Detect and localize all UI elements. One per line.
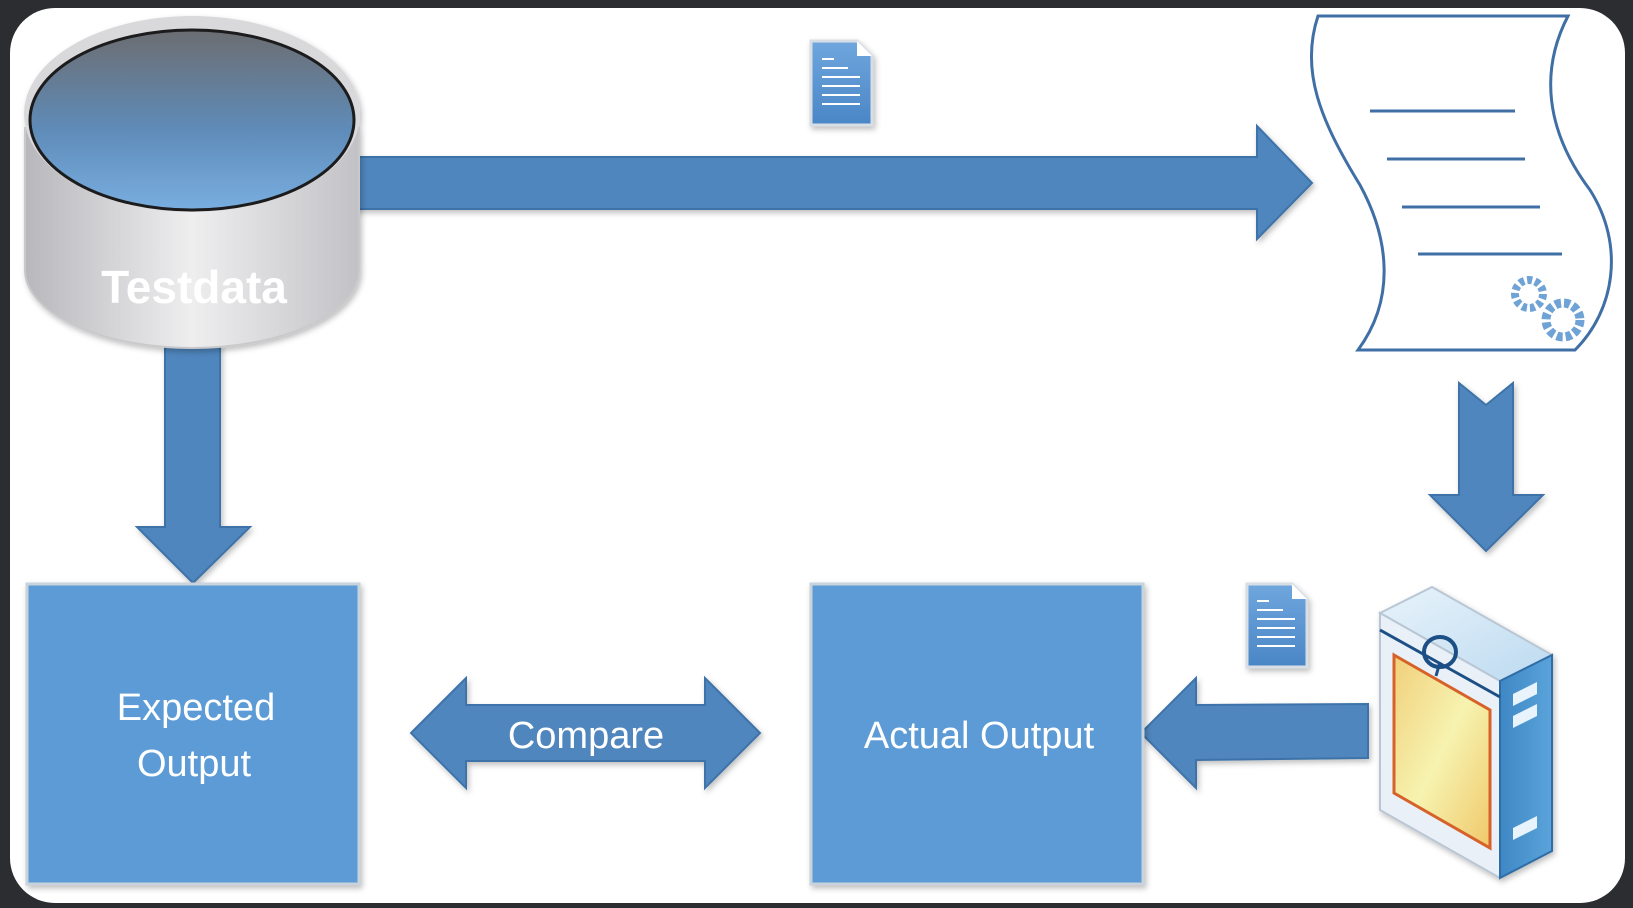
actual-output-box: Actual Output (809, 582, 1145, 886)
actual-output-label: Actual Output (864, 715, 1095, 757)
testdata-label: Testdata (101, 261, 287, 313)
panel-background (10, 8, 1625, 903)
script-gears-icon (1309, 14, 1613, 352)
arrow-testdata-to-expected (134, 344, 253, 585)
document-icon-top (809, 39, 874, 127)
application-box-icon (1377, 585, 1555, 880)
arrow-application-to-actual (1139, 675, 1369, 791)
testdata-database: Testdata (24, 16, 360, 349)
compare-arrow: Compare (409, 675, 762, 791)
expected-output-box: Expected Output (25, 582, 361, 886)
compare-label: Compare (508, 715, 664, 757)
expected-output-label-line1: Expected (117, 687, 275, 729)
gear-icon (1511, 276, 1585, 342)
arrow-testdata-to-script (354, 123, 1314, 242)
document-icon-bottom (1245, 582, 1309, 669)
arrow-script-to-application (1427, 380, 1546, 553)
expected-output-label-line2: Output (137, 743, 252, 785)
